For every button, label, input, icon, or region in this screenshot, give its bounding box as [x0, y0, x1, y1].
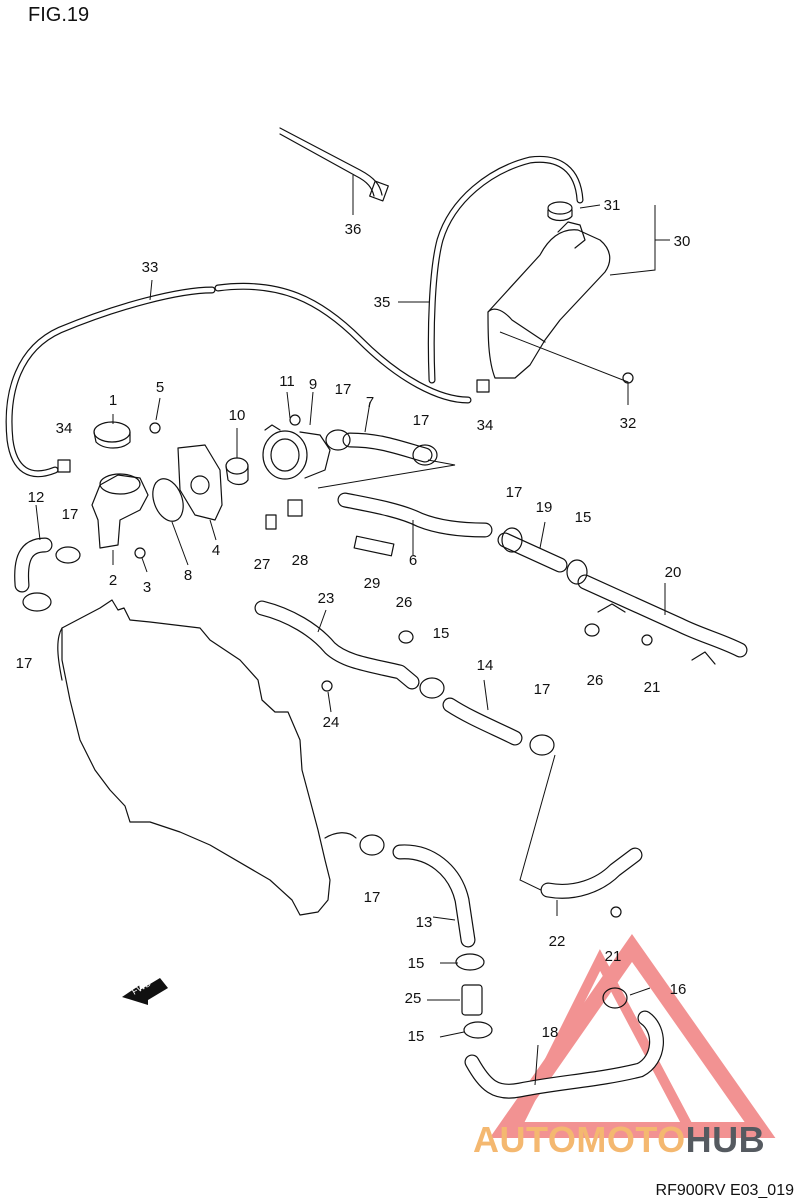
- fwd-arrow-icon: FWD: [122, 978, 168, 1005]
- callout-23: 23: [318, 590, 335, 607]
- callout-19: 19: [536, 499, 553, 516]
- callout-14: 14: [477, 657, 494, 674]
- callout-16: 16: [670, 981, 687, 998]
- callout-3: 3: [143, 579, 151, 596]
- callout-2: 2: [109, 572, 117, 589]
- callout-21: 21: [605, 948, 622, 965]
- callout-9: 9: [309, 376, 317, 393]
- drawing-id: RF900RV E03_019: [655, 1182, 794, 1199]
- callout-7: 7: [366, 394, 374, 411]
- watermark-logo-icon: [489, 934, 776, 1138]
- gasket-8: [152, 478, 184, 522]
- callout-18: 18: [542, 1024, 559, 1041]
- callout-33: 33: [142, 259, 159, 276]
- callout-17: 17: [506, 484, 523, 501]
- pipe-23: [254, 600, 420, 690]
- callout-31: 31: [604, 197, 621, 214]
- hose-33: [5, 282, 472, 478]
- hose-18: [464, 1010, 664, 1099]
- hose-14: [442, 697, 523, 746]
- thermostat-10: [225, 457, 249, 486]
- callout-4: 4: [212, 542, 220, 559]
- watermark-text: AUTOMOTOHUB: [473, 1119, 765, 1161]
- callout-15: 15: [433, 625, 450, 642]
- filler-neck: [91, 473, 149, 549]
- callout-17: 17: [534, 681, 551, 698]
- callout-36: 36: [345, 221, 362, 238]
- hose-19: [497, 532, 568, 573]
- hose-12: [14, 537, 53, 593]
- clamp-symbols: [22, 372, 653, 1039]
- callout-28: 28: [292, 552, 309, 569]
- callout-17: 17: [62, 506, 79, 523]
- callout-10: 10: [229, 407, 246, 424]
- callout-17: 17: [413, 412, 430, 429]
- strap-36: [279, 127, 389, 202]
- callout-26: 26: [587, 672, 604, 689]
- callout-17: 17: [16, 655, 33, 672]
- watermark-text-1: AUTOMOTO: [473, 1119, 686, 1160]
- radiator-cap: [93, 421, 131, 449]
- callout-1: 1: [109, 392, 117, 409]
- callout-29: 29: [364, 575, 381, 592]
- hose-13: [392, 844, 476, 948]
- plate-4: [177, 444, 223, 521]
- callout-13: 13: [416, 914, 433, 931]
- callout-34: 34: [56, 420, 73, 437]
- watermark-text-2: HUB: [685, 1119, 766, 1160]
- pipe-22: [519, 754, 643, 899]
- tube-35: [427, 155, 584, 384]
- callout-21: 21: [644, 679, 661, 696]
- callout-11: 11: [279, 373, 295, 390]
- callout-15: 15: [408, 955, 425, 972]
- hose-7: [342, 432, 433, 463]
- callout-25: 25: [405, 990, 422, 1007]
- callout-22: 22: [549, 933, 566, 950]
- callout-8: 8: [184, 567, 192, 584]
- callout-20: 20: [665, 564, 682, 581]
- callout-34: 34: [477, 417, 494, 434]
- leader-lines: [35, 175, 670, 1086]
- callout-15: 15: [575, 509, 592, 526]
- thermostat-housing: [262, 424, 331, 480]
- callout-15: 15: [408, 1028, 425, 1045]
- callout-35: 35: [374, 294, 391, 311]
- callout-5: 5: [156, 379, 164, 396]
- figure-title: FIG.19: [28, 4, 90, 26]
- callout-6: 6: [409, 552, 417, 569]
- callout-24: 24: [323, 714, 340, 731]
- reservoir-tank: [487, 201, 611, 379]
- callout-30: 30: [674, 233, 691, 250]
- callout-12: 12: [28, 489, 45, 506]
- callout-26: 26: [396, 594, 413, 611]
- callout-17: 17: [335, 381, 352, 398]
- callout-32: 32: [620, 415, 637, 432]
- callout-27: 27: [254, 556, 271, 573]
- radiator: [57, 599, 357, 916]
- pipe-6: [317, 459, 493, 538]
- pipe-20: [577, 574, 748, 665]
- callout-17: 17: [364, 889, 381, 906]
